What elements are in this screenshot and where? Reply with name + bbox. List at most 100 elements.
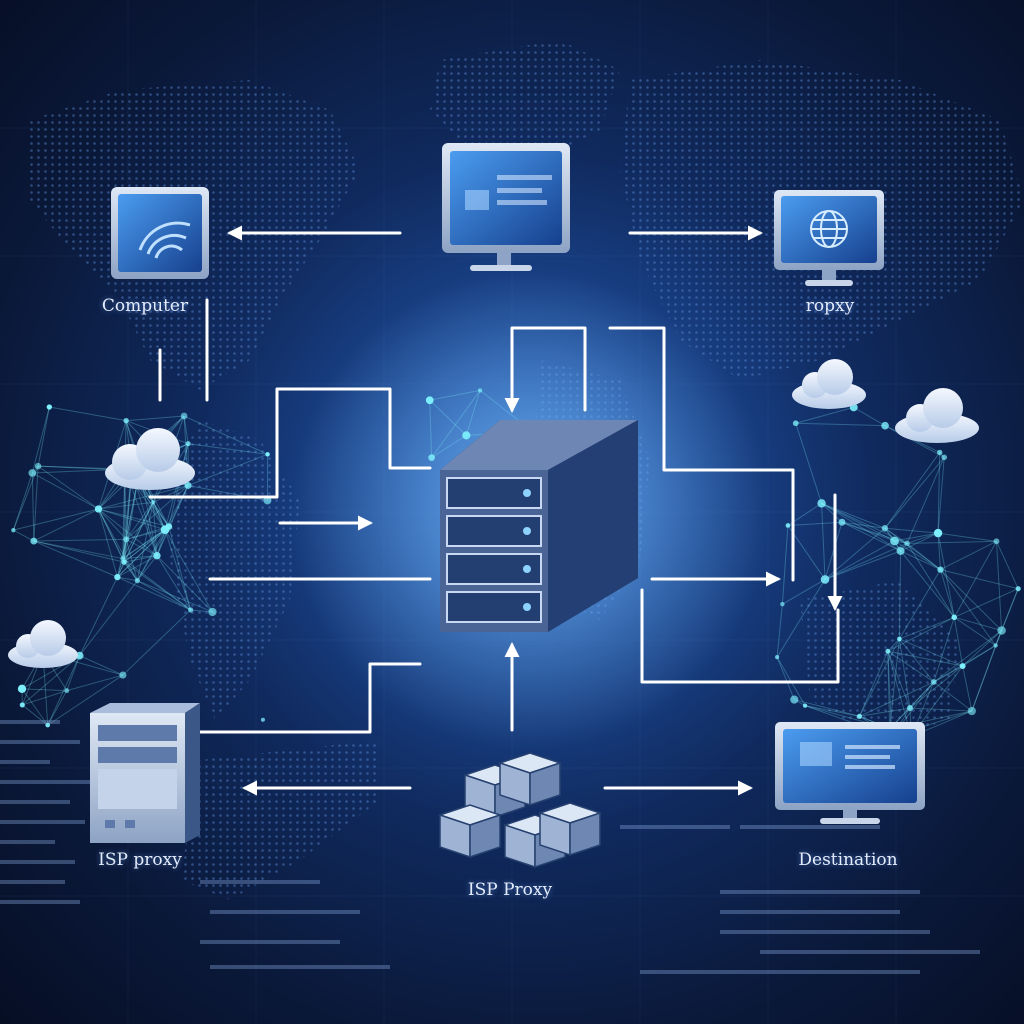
mesh-node <box>188 607 194 613</box>
mesh-link <box>137 580 191 611</box>
mesh-link <box>937 533 941 570</box>
mesh-link <box>66 655 81 691</box>
mesh-link <box>940 569 1002 631</box>
mesh-link <box>841 521 895 542</box>
cube-cluster-icon <box>437 752 603 869</box>
mesh-link <box>21 655 80 706</box>
mesh-link <box>156 555 213 613</box>
mesh-link <box>907 540 997 544</box>
connector-server-bottom-right <box>640 588 840 684</box>
mesh-link <box>122 502 154 559</box>
mesh-link <box>909 665 963 709</box>
mesh-node <box>951 614 958 621</box>
mesh-link <box>33 540 123 560</box>
mesh-node <box>208 607 217 617</box>
mesh-node <box>890 536 899 546</box>
mesh-link <box>126 415 185 422</box>
mesh-link <box>898 638 911 709</box>
mesh-link <box>168 526 192 611</box>
mesh-link <box>859 707 911 717</box>
mesh-link <box>841 521 901 552</box>
mesh-link <box>188 443 268 455</box>
mesh-link <box>884 425 945 458</box>
mesh-link <box>962 645 996 667</box>
mesh-link <box>794 699 860 717</box>
mesh-link <box>79 580 138 656</box>
mesh-link <box>795 406 854 424</box>
mesh-link <box>900 532 939 552</box>
mesh-link <box>776 604 783 658</box>
mesh-node <box>937 566 944 573</box>
mesh-node <box>993 643 998 648</box>
mesh-link <box>937 457 945 534</box>
mesh-link <box>953 616 996 646</box>
mesh-node <box>881 525 889 532</box>
mesh-link <box>37 406 50 467</box>
mesh-link <box>137 580 213 613</box>
mesh-node <box>780 601 785 607</box>
mesh-link <box>889 638 900 729</box>
mesh-link <box>465 390 481 436</box>
mesh-link <box>66 674 124 692</box>
mesh-link <box>898 550 902 639</box>
mesh-link <box>117 526 170 578</box>
mesh-link <box>136 526 170 581</box>
mesh-link <box>782 578 826 605</box>
mesh-node <box>967 706 976 716</box>
mesh-link <box>152 502 170 527</box>
mesh-link <box>21 688 67 692</box>
mesh-node <box>114 573 121 581</box>
mesh-link <box>884 452 941 529</box>
mesh-link <box>821 503 826 580</box>
mesh-link <box>954 616 1002 631</box>
mesh-link <box>152 502 158 556</box>
mesh-node <box>904 540 910 547</box>
mesh-link <box>12 472 33 531</box>
mesh-node <box>180 412 188 420</box>
mesh-link <box>899 638 935 683</box>
mesh-link <box>933 617 955 683</box>
mesh-node <box>881 421 889 430</box>
mesh-link <box>164 529 213 613</box>
mesh-link <box>168 485 189 527</box>
mesh-node <box>11 528 16 533</box>
mesh-link <box>894 540 941 571</box>
mesh-link <box>183 415 189 444</box>
mesh-link <box>995 541 1003 631</box>
mesh-link <box>887 638 900 652</box>
mesh-link <box>152 502 166 530</box>
mesh-link <box>136 502 154 581</box>
mesh-link <box>906 543 955 618</box>
label-isp-proxy-left: ISP proxy <box>98 850 182 870</box>
mesh-link <box>909 707 972 712</box>
label-computer: Computer <box>101 296 189 316</box>
mesh-link <box>117 576 138 582</box>
mesh-link <box>887 651 911 709</box>
mesh-link <box>899 616 955 640</box>
mesh-node <box>185 441 191 447</box>
mesh-link <box>431 390 481 458</box>
mesh-node <box>151 500 156 505</box>
mesh-link <box>122 609 192 676</box>
mesh-node <box>993 538 1000 545</box>
mesh-link <box>824 540 895 580</box>
mesh-link <box>22 690 67 706</box>
mesh-node <box>28 469 37 477</box>
mesh-link <box>940 540 997 571</box>
mesh-link <box>887 651 891 729</box>
mesh-link <box>31 472 35 542</box>
mesh-link <box>122 526 170 559</box>
mesh-link <box>776 579 826 658</box>
mesh-link <box>995 588 1019 646</box>
mesh-link <box>125 539 138 581</box>
mesh-node <box>817 499 826 508</box>
mesh-link <box>156 529 166 556</box>
mesh-node <box>1015 586 1021 592</box>
mesh-link <box>859 681 934 717</box>
mesh-node <box>17 684 27 693</box>
mesh-node <box>930 679 937 685</box>
mesh-link <box>183 415 268 455</box>
mesh-link <box>899 638 963 667</box>
